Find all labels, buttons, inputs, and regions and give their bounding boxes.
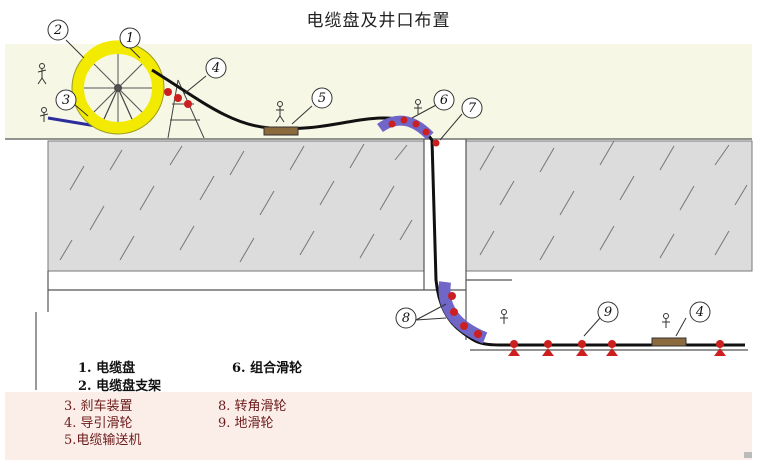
callout-5: 5 bbox=[318, 91, 326, 106]
callout-2: 2 bbox=[53, 23, 62, 38]
corner-mark bbox=[744, 452, 752, 458]
callout-6: 6 bbox=[440, 93, 448, 108]
legend-background bbox=[5, 392, 752, 460]
legend-item-4: 4. 导引滑轮 bbox=[64, 416, 133, 431]
callout-4a: 4 bbox=[211, 61, 220, 76]
ground-rollers-9 bbox=[508, 340, 726, 356]
callout-3: 3 bbox=[62, 93, 70, 108]
cable-drum bbox=[72, 42, 164, 134]
callout-9: 9 bbox=[604, 305, 612, 320]
combined-pulley-rollers bbox=[388, 116, 430, 136]
callout-4b: 4 bbox=[695, 305, 704, 320]
legend-item-2: 2. 电缆盘支架 bbox=[78, 379, 162, 394]
guide-pulley-frame bbox=[167, 79, 205, 139]
legend-item-5: 5.电缆输送机 bbox=[64, 433, 142, 448]
callout-8: 8 bbox=[402, 311, 410, 326]
callout-numbers: 1 2 3 4 5 6 7 8 9 4 bbox=[53, 23, 704, 326]
legend-item-9: 9. 地滑轮 bbox=[218, 416, 274, 431]
legend-item-8: 8. 转角滑轮 bbox=[218, 399, 287, 414]
diagram-title: 电缆盘及井口布置 bbox=[306, 11, 451, 31]
legend-item-1: 1. 电缆盘 bbox=[78, 361, 136, 376]
cable-conveyor-5 bbox=[263, 126, 299, 136]
worker-figures bbox=[37, 63, 670, 328]
pulley-7 bbox=[432, 139, 440, 147]
soil-block-left bbox=[47, 140, 425, 272]
callout-circles bbox=[47, 19, 711, 337]
callout-7: 7 bbox=[468, 101, 477, 116]
callout-1: 1 bbox=[126, 31, 134, 46]
guide-rollers bbox=[164, 88, 192, 108]
drum-spokes bbox=[84, 54, 152, 122]
soil-hatching bbox=[59, 140, 748, 263]
legend-item-6: 6. 组合滑轮 bbox=[232, 361, 303, 376]
tunnel-conveyor-4 bbox=[651, 337, 687, 347]
corner-pulley-rollers bbox=[448, 292, 482, 338]
soil-block-right bbox=[465, 140, 753, 272]
legend-item-3: 3. 刹车装置 bbox=[64, 399, 133, 414]
